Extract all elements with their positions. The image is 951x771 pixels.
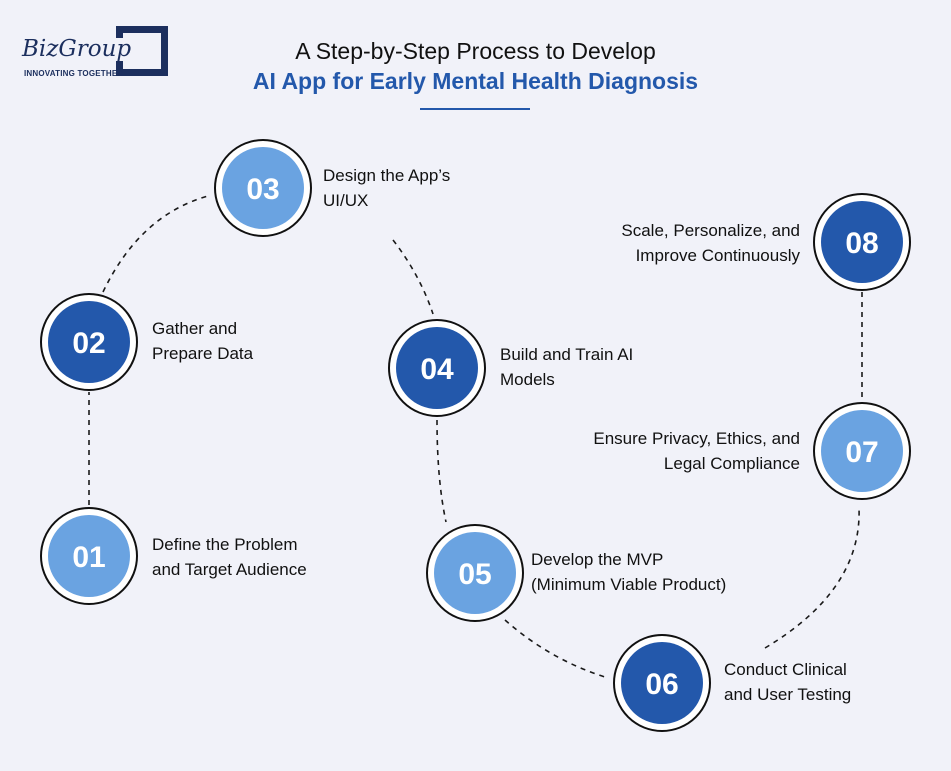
step-disc-01	[48, 515, 130, 597]
step-number-04: 04	[420, 353, 454, 386]
logo-wordmark: BizGroup	[22, 36, 134, 62]
step-label-07: Ensure Privacy, Ethics, and Legal Compli…	[593, 429, 800, 473]
step-disc-04	[396, 327, 478, 409]
step-node-05: 05	[426, 524, 524, 622]
step-node-08: 08	[813, 193, 911, 291]
dashed-connectors	[88, 195, 863, 679]
step-disc-06	[621, 642, 703, 724]
step-node-04: 04	[388, 319, 486, 417]
step-node-06: 06	[613, 634, 711, 732]
step-nodes: 01 02 03 04 05 06 07 08	[40, 139, 911, 732]
step-disc-07	[821, 410, 903, 492]
step-label-02: Gather and Prepare Data	[152, 319, 254, 363]
step-number-08: 08	[845, 227, 878, 260]
step-disc-08	[821, 201, 903, 283]
connector-05-06	[504, 619, 609, 679]
step-label-05: Develop the MVP (Minimum Viable Product)	[531, 550, 727, 594]
step-number-06: 06	[645, 668, 678, 701]
step-label-06: Conduct Clinical and User Testing	[724, 660, 852, 704]
step-label-08: Scale, Personalize, and Improve Continuo…	[621, 221, 800, 265]
step-node-01: 01	[40, 507, 138, 605]
bizgroup-logo: BizGroup INNOVATING TOGETHER	[18, 26, 168, 88]
step-disc-05	[434, 532, 516, 614]
title-underline	[420, 108, 530, 110]
logo-tagline: INNOVATING TOGETHER	[24, 69, 124, 78]
step-number-07: 07	[845, 436, 878, 469]
connector-02-03	[102, 195, 209, 293]
step-number-03: 03	[246, 173, 279, 206]
step-node-03: 03	[214, 139, 312, 237]
step-number-01: 01	[72, 541, 105, 574]
connector-04-05	[436, 419, 447, 523]
connector-06-07	[764, 507, 860, 649]
step-disc-03	[222, 147, 304, 229]
connector-03-04	[392, 239, 434, 315]
title-line-2: AI App for Early Mental Health Diagnosis	[252, 68, 699, 94]
step-node-07: 07	[813, 402, 911, 500]
step-label-03: Design the App’s UI/UX	[323, 166, 451, 210]
step-label-01: Define the Problem and Target Audience	[152, 535, 307, 579]
step-disc-02	[48, 301, 130, 383]
step-label-04: Build and Train AI Models	[500, 345, 634, 389]
title-line-1: A Step-by-Step Process to Develop	[295, 38, 656, 64]
step-number-05: 05	[458, 558, 491, 591]
step-number-02: 02	[72, 327, 105, 360]
step-node-02: 02	[40, 293, 138, 391]
